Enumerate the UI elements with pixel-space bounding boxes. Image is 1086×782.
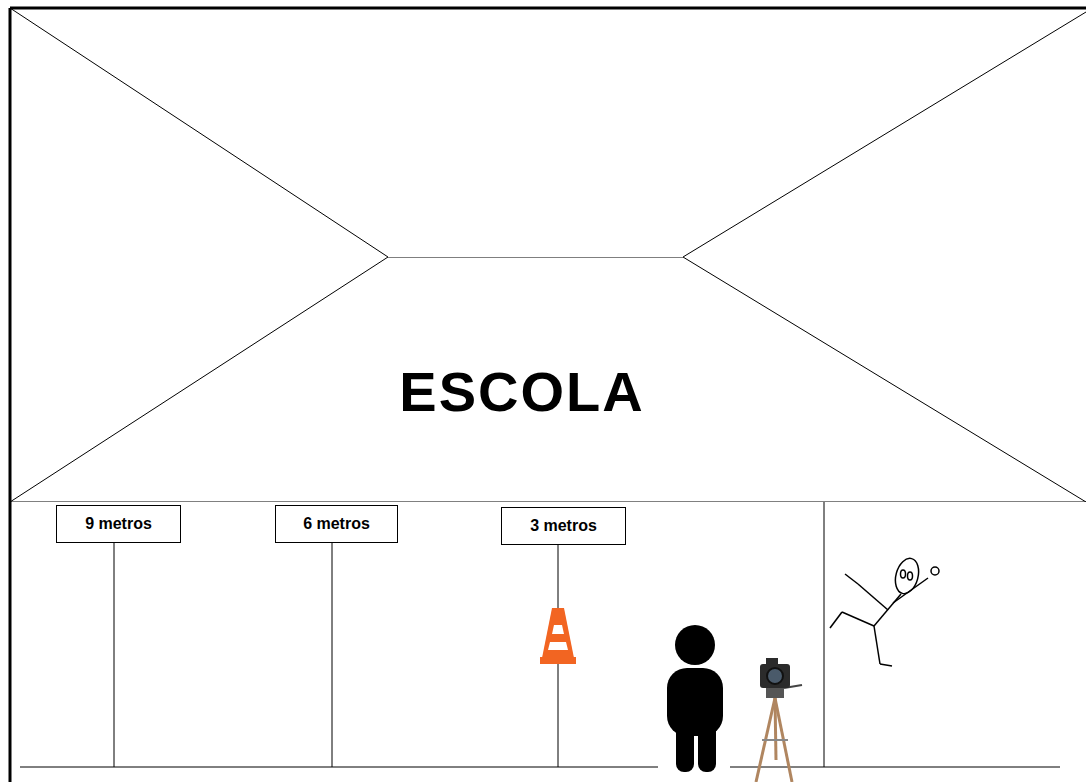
distance-label: 6 metros (303, 515, 370, 533)
person-silhouette (667, 625, 723, 772)
distance-sign: 9 metros (56, 505, 181, 543)
school-name: ESCOLA (10, 364, 1034, 420)
camera-tripod (756, 658, 802, 782)
distance-label: 9 metros (85, 515, 152, 533)
school-roof: ESCOLA (10, 257, 1086, 502)
ground-line (20, 767, 658, 768)
sign-pole (114, 543, 115, 767)
frame-top (10, 7, 1086, 10)
wall-line (824, 502, 825, 767)
frame-left (9, 8, 12, 782)
distance-label: 3 metros (530, 517, 597, 535)
sign-pole (332, 543, 333, 767)
roof-line (683, 12, 1086, 257)
ground-line (730, 767, 1060, 768)
roof-trapezoid (10, 257, 1086, 502)
traffic-cone (540, 608, 576, 664)
stick-figure (830, 556, 939, 666)
distance-sign: 6 metros (275, 505, 398, 543)
distance-sign: 3 metros (501, 507, 626, 545)
roof-line (10, 8, 388, 257)
